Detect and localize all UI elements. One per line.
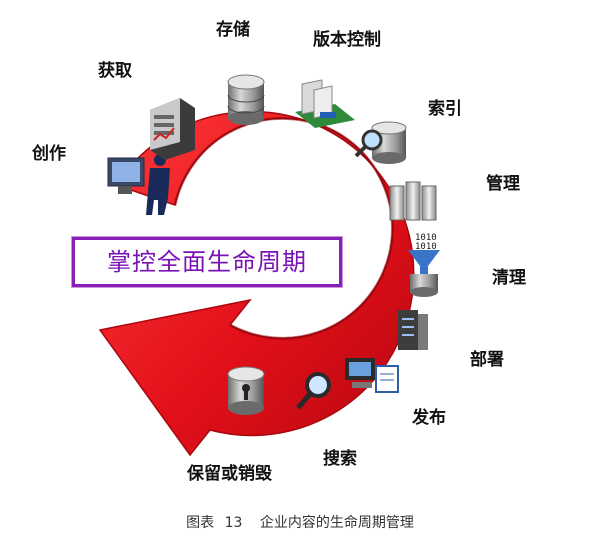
publish-computer-icon	[345, 358, 399, 393]
stage-label-create: 创作	[32, 144, 66, 164]
stage-label-capture: 获取	[98, 61, 132, 81]
stage-label-retain-or-destroy: 保留或销毁	[187, 464, 272, 484]
caption-prefix: 图表	[186, 515, 215, 531]
version-control-icon	[295, 79, 355, 128]
stage-label-publish: 发布	[412, 408, 446, 428]
stage-label-search: 搜索	[323, 449, 357, 469]
binary-text-2: 1010	[415, 242, 437, 252]
caption-number: 13	[224, 515, 243, 531]
binary-text-1: 1010	[415, 233, 437, 243]
stage-label-clean: 清理	[492, 268, 526, 288]
stage-label-deploy: 部署	[470, 350, 504, 370]
stage-label-version-control: 版本控制	[313, 30, 381, 50]
center-title: 掌控全面生命周期	[107, 248, 307, 276]
ring-inner-shade	[173, 116, 394, 340]
storage-database-icon	[227, 74, 265, 125]
manage-servers-icon	[389, 181, 437, 221]
search-magnifier-icon	[296, 372, 331, 410]
deploy-tower-icon	[398, 310, 428, 350]
capture-server-icon	[150, 98, 195, 160]
creator-icon	[107, 154, 170, 215]
center-title-box: 掌控全面生命周期	[72, 237, 342, 287]
clean-funnel-icon	[408, 250, 440, 297]
retain-lock-icon	[227, 366, 265, 415]
stage-label-index: 索引	[428, 99, 462, 119]
figure-caption: 图表 13 企业内容的生命周期管理	[0, 512, 600, 532]
stage-label-store: 存储	[216, 20, 250, 40]
index-search-database-icon	[354, 121, 407, 164]
stage-label-manage: 管理	[486, 174, 520, 194]
caption-text: 企业内容的生命周期管理	[259, 515, 414, 531]
